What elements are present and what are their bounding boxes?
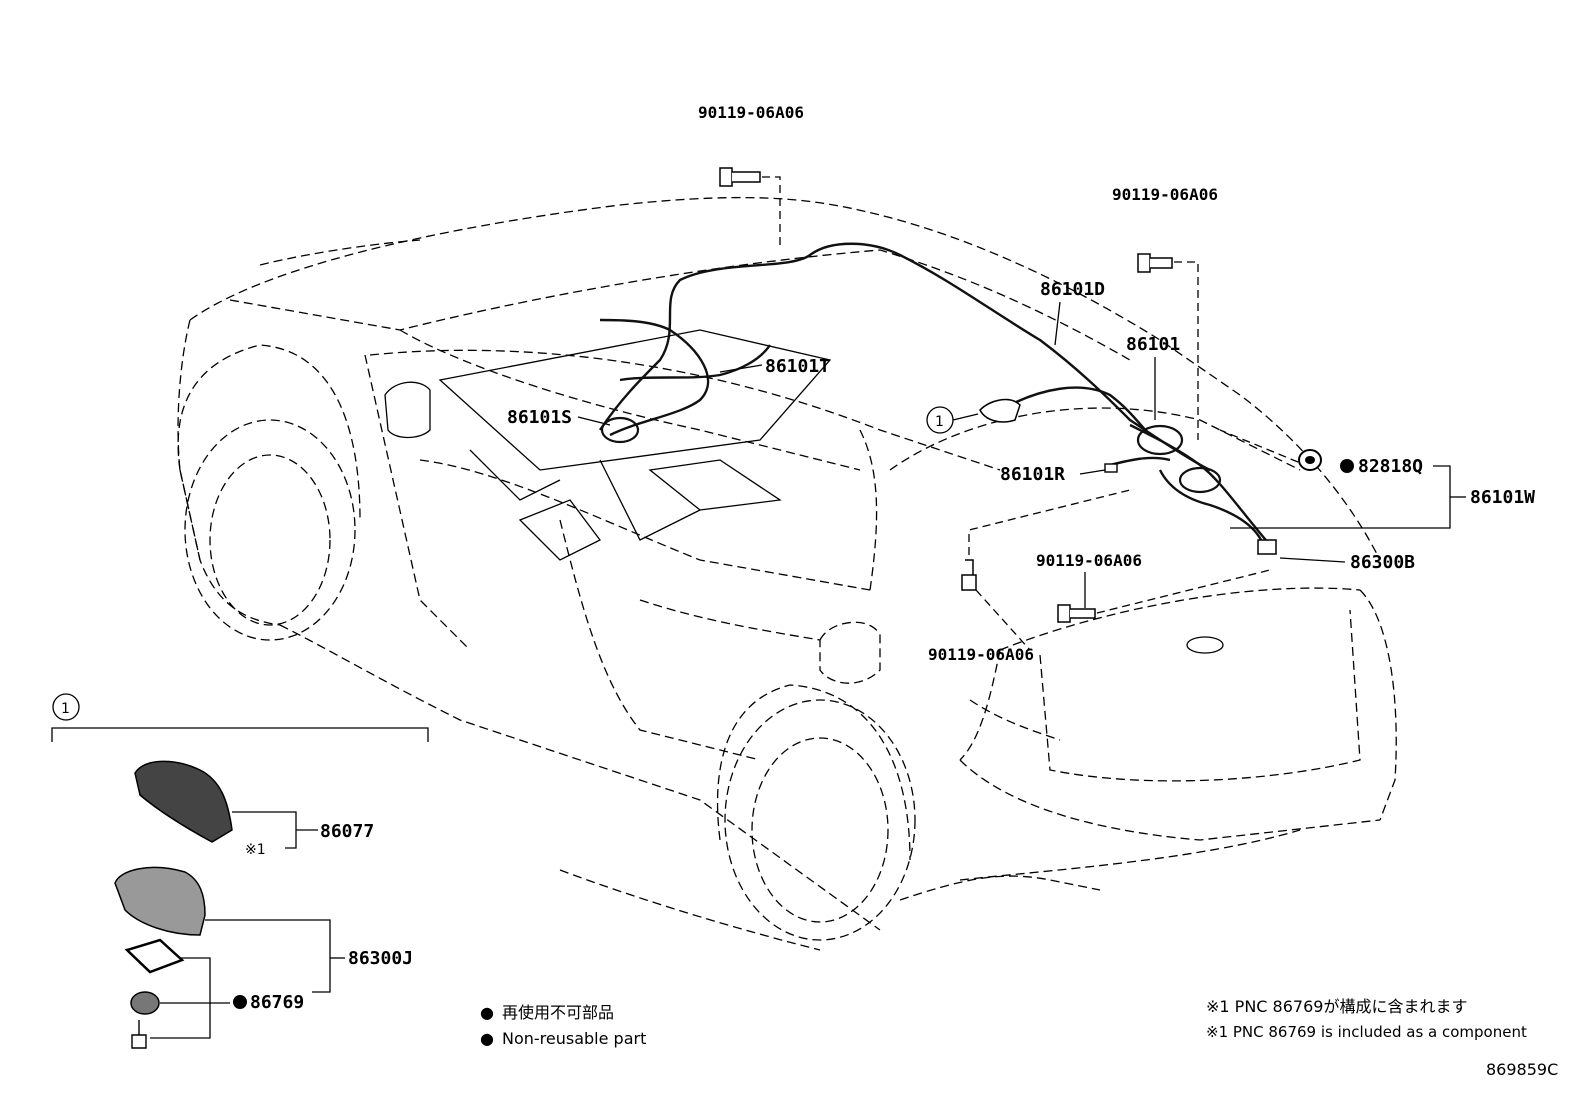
component-note-en: ※1 PNC 86769 is included as a component bbox=[1206, 1023, 1527, 1041]
screw-icon bbox=[131, 1020, 147, 1049]
legend-text-en: Non-reusable part bbox=[502, 1029, 646, 1048]
reference-circle-label: 1 bbox=[935, 414, 944, 430]
label-bolt-mid: 90119-06A06 bbox=[1036, 551, 1142, 570]
gasket-icon bbox=[124, 938, 185, 974]
bolt-icon bbox=[1137, 253, 1173, 273]
label-86101D: 86101D bbox=[1040, 279, 1105, 300]
bolt-icon bbox=[719, 167, 761, 187]
note-mark-1: ※1 bbox=[245, 842, 266, 858]
legend-bullet-1: ● bbox=[480, 1003, 494, 1022]
label-bolt-top: 90119-06A06 bbox=[698, 103, 804, 122]
non-reusable-bullet-icon bbox=[1340, 459, 1354, 473]
label-86101: 86101 bbox=[1126, 334, 1180, 355]
bolt-icon bbox=[1057, 604, 1096, 623]
label-86101S: 86101S bbox=[507, 407, 572, 428]
figure-id: 869859C bbox=[1486, 1060, 1558, 1079]
label-86077: 86077 bbox=[320, 821, 374, 842]
legend-text-ja: 再使用不可部品 bbox=[502, 1003, 614, 1022]
label-86101W: 86101W bbox=[1470, 487, 1535, 508]
clip-icon bbox=[130, 991, 160, 1015]
antenna-wire-harness bbox=[599, 242, 1277, 555]
non-reusable-bullet-icon bbox=[233, 995, 247, 1009]
subassembly-circle-label: 1 bbox=[61, 701, 70, 717]
bolt-icon bbox=[961, 559, 977, 591]
label-86769: 86769 bbox=[250, 992, 304, 1013]
antenna-base-unit-icon bbox=[114, 866, 206, 936]
label-bolt-low: 90119-06A06 bbox=[928, 645, 1034, 664]
legend-bullet-2: ● bbox=[480, 1029, 494, 1048]
label-82818Q: 82818Q bbox=[1358, 456, 1423, 477]
grommet-icon bbox=[1298, 449, 1322, 471]
component-note-ja: ※1 PNC 86769が構成に含まれます bbox=[1206, 997, 1467, 1016]
label-86300B: 86300B bbox=[1350, 552, 1415, 573]
subassembly-circle-icon bbox=[52, 693, 80, 721]
label-86101R: 86101R bbox=[1000, 464, 1065, 485]
shark-fin-antenna-cover-icon bbox=[134, 760, 233, 843]
label-86101T: 86101T bbox=[765, 356, 830, 377]
vehicle-outline bbox=[177, 196, 1397, 951]
label-bolt-right: 90119-06A06 bbox=[1112, 185, 1218, 204]
label-86300J: 86300J bbox=[348, 948, 413, 969]
